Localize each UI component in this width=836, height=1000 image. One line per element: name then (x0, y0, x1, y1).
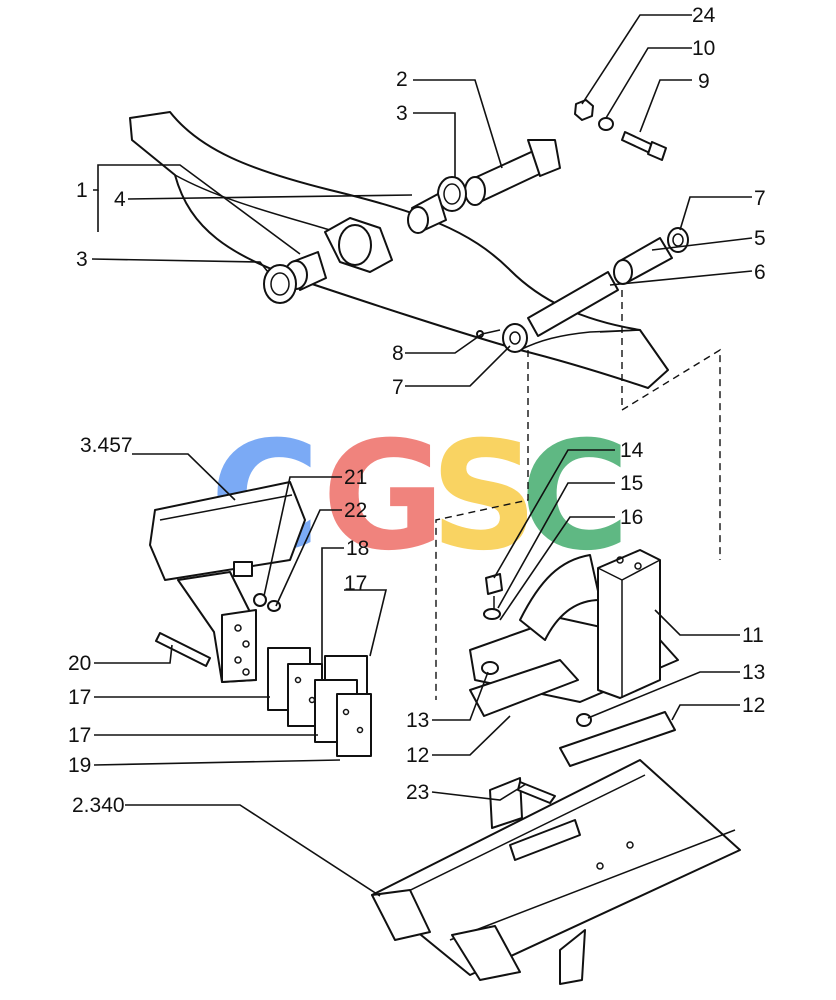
callout-3457: 3.457 (80, 434, 133, 457)
left-bushings (263, 251, 327, 304)
watermark-letter-c2: C (520, 410, 630, 584)
callout-23: 23 (406, 781, 429, 804)
callout-16: 16 (620, 506, 643, 529)
callout-2340: 2.340 (72, 794, 125, 817)
callout-9: 9 (698, 70, 710, 93)
callout-4: 4 (114, 188, 126, 211)
callout-14: 14 (620, 439, 644, 462)
assembly-guides (435, 290, 721, 700)
callout-18: 18 (346, 537, 369, 560)
callout-17-a: 17 (344, 572, 367, 595)
callout-2: 2 (396, 68, 408, 91)
pivot-pin-assembly (407, 139, 561, 234)
callout-3-left: 3 (76, 248, 88, 271)
callout-labels: 24 10 9 2 3 1 4 3 7 5 6 8 7 3.457 21 22 … (68, 4, 766, 817)
callout-17-b: 17 (68, 686, 91, 709)
callout-7-top: 7 (754, 187, 766, 210)
support-bracket (149, 481, 306, 683)
axle-mount-bracket (469, 549, 679, 767)
callout-20: 20 (68, 652, 91, 675)
watermark-letter-s: S (430, 410, 538, 584)
callout-10: 10 (692, 37, 715, 60)
callout-13-left: 13 (406, 709, 429, 732)
callout-6: 6 (754, 261, 766, 284)
callout-13-right: 13 (742, 661, 765, 684)
rubber-pads (267, 647, 372, 757)
chassis-rail (371, 759, 741, 985)
leader-lines (91, 14, 753, 897)
callout-19: 19 (68, 754, 91, 777)
callout-5: 5 (754, 227, 766, 250)
callout-3-top: 3 (396, 102, 408, 125)
callout-8: 8 (392, 342, 404, 365)
watermark-logo: C G S C (210, 410, 630, 584)
callout-22: 22 (344, 499, 367, 522)
callout-21: 21 (344, 466, 367, 489)
callout-17-c: 17 (68, 724, 91, 747)
callout-11: 11 (742, 624, 764, 647)
callout-7-bottom: 7 (392, 376, 404, 399)
callout-1: 1 (76, 179, 88, 202)
callout-12-right: 12 (742, 694, 765, 717)
watermark-letter-g: G (322, 410, 445, 584)
fastener-set-top (574, 99, 667, 161)
callout-24: 24 (692, 4, 716, 27)
callout-15: 15 (620, 472, 643, 495)
callout-12-left: 12 (406, 744, 429, 767)
